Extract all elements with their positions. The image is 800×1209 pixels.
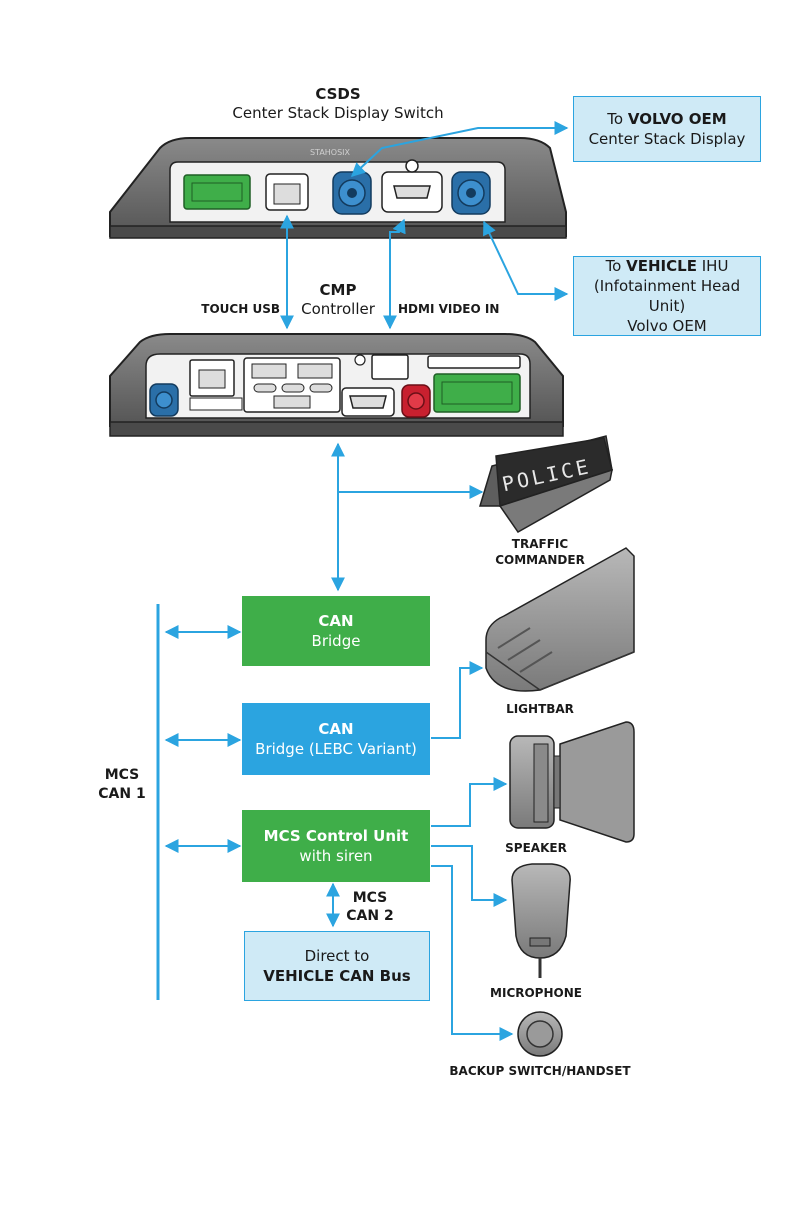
csds-green-connector-icon [183, 174, 251, 210]
mcs-can2-label-2: CAN 2 [346, 908, 394, 924]
vehicle-ihu-box: To VEHICLE IHU (Infotainment Head Unit) … [573, 256, 761, 336]
csds-title: CSDS [315, 85, 361, 103]
cmp-subtitle: Controller [301, 300, 375, 318]
ihu-box-suffix: IHU [701, 257, 729, 275]
hdmi-video-arrow [383, 218, 406, 330]
ihu-box-bold: VEHICLE [626, 257, 697, 275]
control-unit-line1: MCS Control Unit [263, 827, 409, 845]
can-bridge-line1: CAN [318, 612, 354, 630]
ihu-box-line3: Volvo OEM [627, 317, 707, 335]
cmp-title: CMP [319, 281, 357, 299]
cmp-usb-ports-icon [243, 357, 341, 413]
can-bridge-line2: Bridge [311, 632, 361, 650]
lightbar-arrow [431, 661, 484, 739]
lightbar-icon [485, 547, 635, 692]
volvo-box-line2: Center Stack Display [588, 130, 746, 148]
mcs-can2-label-1: MCS [352, 890, 388, 906]
lebc-line2: Bridge (LEBC Variant) [255, 740, 417, 758]
cmp-green-connector-icon [433, 373, 521, 413]
cmp-fakra-icon [149, 383, 179, 417]
cmp-device [109, 333, 564, 437]
csds-device: STAHOSIX [109, 137, 567, 239]
csds-fakra-right-icon [451, 171, 491, 215]
cmp-power-connector-icon [371, 354, 409, 380]
cmp-hdmi-port-icon [341, 387, 395, 417]
microphone-icon [511, 863, 571, 978]
vehicle-can-line1: Direct to [304, 947, 370, 965]
can-bridge-box: CAN Bridge [242, 596, 430, 666]
ihu-arrow [483, 220, 569, 301]
mcs-control-unit-box: MCS Control Unit with siren [242, 810, 430, 882]
touch-usb-label: TOUCH USB [201, 302, 280, 316]
hdmi-video-in-label: HDMI VIDEO IN [398, 302, 500, 316]
microphone-arrow [431, 845, 508, 907]
mcs-can1-label-1: MCS [104, 767, 140, 783]
cmp-red-fakra-icon [401, 384, 431, 418]
volvo-box-prefix: To [607, 110, 624, 128]
mcs-can1-label-2: CAN 1 [98, 786, 146, 802]
traffic-commander-label-2: COMMANDER [495, 553, 585, 567]
microphone-label: MICROPHONE [490, 986, 582, 1000]
csds-subtitle: Center Stack Display Switch [232, 104, 444, 122]
can-bridge-lebc-box: CAN Bridge (LEBC Variant) [242, 703, 430, 775]
vehicle-can-line2: VEHICLE CAN Bus [263, 967, 411, 985]
traffic-commander-label-1: TRAFFIC [511, 537, 569, 551]
vehicle-can-bus-box: Direct to VEHICLE CAN Bus [244, 931, 430, 1001]
lightbar-label: LIGHTBAR [506, 702, 574, 716]
control-unit-line2: with siren [299, 847, 373, 865]
ihu-box-line2: (Infotainment Head Unit) [593, 277, 741, 315]
backup-switch-icon [517, 1011, 563, 1057]
traffic-commander-icon: POLICE [478, 435, 613, 533]
lebc-line1: CAN [318, 720, 354, 738]
volvo-box-bold: VOLVO OEM [627, 110, 727, 128]
backup-switch-arrow [431, 865, 514, 1041]
speaker-label: SPEAKER [505, 841, 567, 855]
backup-switch-label: BACKUP SWITCH/HANDSET [449, 1064, 631, 1078]
volvo-display-arrow [350, 121, 569, 177]
csds-fakra-left-icon [332, 171, 372, 215]
csds-brand-text: STAHOSIX [310, 148, 351, 157]
speaker-arrow [431, 777, 508, 827]
ihu-box-prefix: To [605, 257, 622, 275]
volvo-oem-display-box: To VOLVO OEM Center Stack Display [573, 96, 761, 162]
connection-arrows [156, 121, 569, 1041]
speaker-icon [509, 721, 635, 843]
